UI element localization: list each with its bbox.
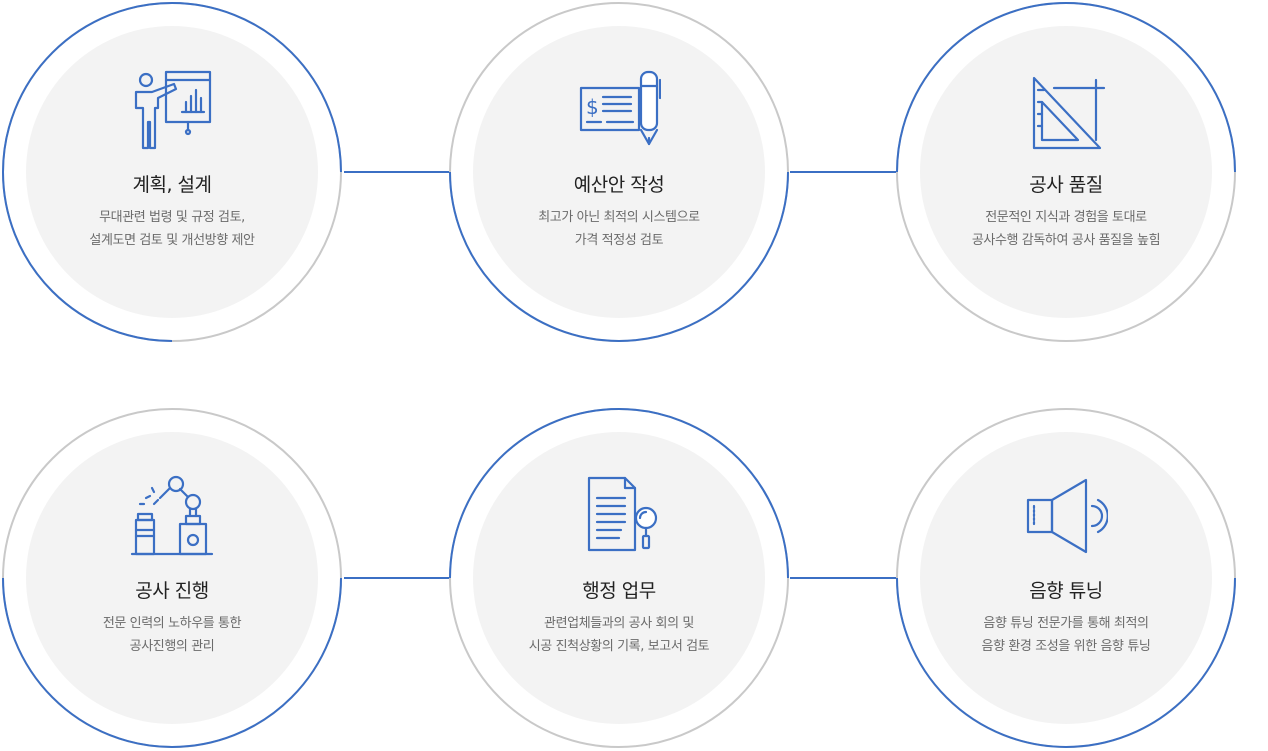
circle-ring <box>449 408 789 748</box>
service-title: 공사 품질 <box>1029 174 1103 196</box>
service-title: 계획, 설계 <box>132 174 213 196</box>
circle-ring <box>2 408 342 748</box>
circle-inner <box>920 26 1212 318</box>
circle-ring <box>896 2 1236 342</box>
service-title: 행정 업무 <box>582 580 656 602</box>
service-description: 관련업체들과의 공사 회의 및 시공 진척상황의 기록, 보고서 검토 <box>528 616 710 654</box>
circle-inner <box>26 432 318 724</box>
service-title: 음향 튜닝 <box>1029 580 1103 602</box>
service-title: 공사 진행 <box>135 580 209 602</box>
connector-line-1 <box>344 171 450 173</box>
circle-ring <box>2 2 342 342</box>
robot-arm-icon <box>130 474 214 558</box>
set-square-icon <box>1024 68 1108 152</box>
service-card-planning: 계획, 설계 무대관련 법령 및 규정 검토, 설계도면 검토 및 개선방향 제… <box>2 2 342 342</box>
service-description: 전문적인 지식과 경험을 토대로 공사수행 감독하여 공사 품질을 높힘 <box>971 210 1161 248</box>
svg-text:$: $ <box>586 95 599 119</box>
service-title: 예산안 작성 <box>573 174 665 196</box>
service-card-admin: 행정 업무 관련업체들과의 공사 회의 및 시공 진척상황의 기록, 보고서 검… <box>449 408 789 748</box>
presentation-chart-icon <box>130 68 214 152</box>
service-description: 전문 인력의 노하우를 통한 공사진행의 관리 <box>102 616 242 654</box>
document-search-icon <box>577 474 661 558</box>
circle-inner <box>920 432 1212 724</box>
connector-line-2 <box>790 171 896 173</box>
cheque-pen-icon: $ <box>577 68 661 152</box>
speaker-icon <box>1024 474 1108 558</box>
connector-line-3 <box>344 577 450 579</box>
service-description: 무대관련 법령 및 규정 검토, 설계도면 검토 및 개선방향 제안 <box>89 210 255 248</box>
service-card-sound: 음향 튜닝 음향 튜닝 전문가를 통해 최적의 음향 환경 조성을 위한 음향 … <box>896 408 1236 748</box>
circle-ring <box>896 408 1236 748</box>
service-card-budget: $ 예산안 작성 최고가 아닌 최적의 시스템으로 가격 적정성 검토 <box>449 2 789 342</box>
connector-line-4 <box>790 577 896 579</box>
circle-inner <box>473 432 765 724</box>
service-description: 음향 튜닝 전문가를 통해 최적의 음향 환경 조성을 위한 음향 튜닝 <box>981 616 1151 654</box>
circle-ring <box>449 2 789 342</box>
service-card-construction: 공사 진행 전문 인력의 노하우를 통한 공사진행의 관리 <box>2 408 342 748</box>
service-card-quality: 공사 품질 전문적인 지식과 경험을 토대로 공사수행 감독하여 공사 품질을 … <box>896 2 1236 342</box>
circle-inner <box>26 26 318 318</box>
circle-inner <box>473 26 765 318</box>
service-description: 최고가 아닌 최적의 시스템으로 가격 적정성 검토 <box>538 210 700 248</box>
